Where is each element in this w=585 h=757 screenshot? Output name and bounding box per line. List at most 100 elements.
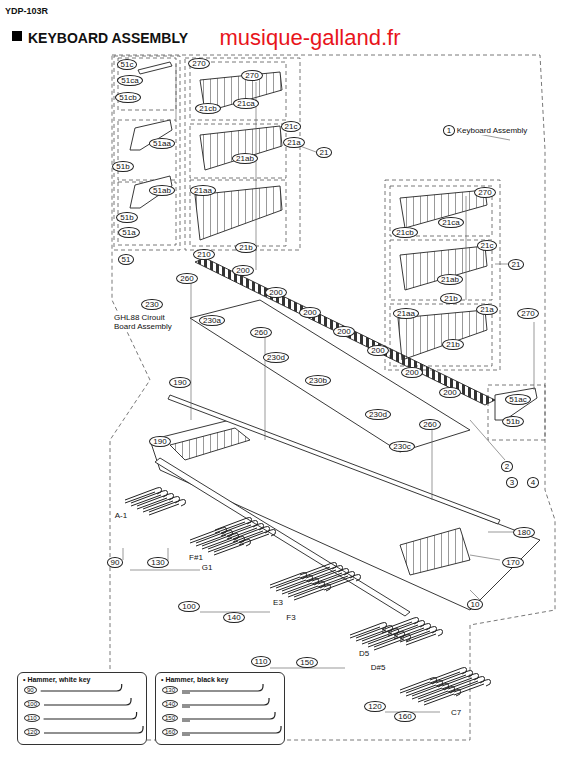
hammer-icon (44, 712, 137, 719)
callout-number: 21c (281, 121, 302, 132)
part-label: F#1 (188, 553, 204, 562)
callout-number: 21b (440, 293, 461, 304)
part-label: C7 (450, 708, 462, 717)
callout-number: 21c (477, 240, 498, 251)
part-label: G1 (201, 563, 214, 572)
part-label: D5 (358, 649, 370, 658)
callout-number: 51b (116, 212, 137, 223)
callout-number: 200 (299, 307, 320, 318)
diagram-title: KEYBOARD ASSEMBLY (28, 30, 188, 46)
callout-number: 120 (24, 728, 40, 736)
part-label: A-1 (114, 511, 128, 520)
callout-number: 51a (118, 227, 139, 238)
callout-number: 1 (443, 125, 455, 136)
hammer (454, 680, 491, 696)
hammer-icon (182, 698, 269, 707)
hammer-icon (182, 712, 275, 721)
hammer-icon (182, 726, 281, 735)
hammer (300, 563, 337, 579)
callout-number: 21 (316, 147, 333, 158)
callout-number: 51b (502, 416, 523, 427)
hammer-icon (41, 684, 122, 691)
callout-number: 140 (162, 700, 178, 708)
callout-number: 21cb (392, 227, 417, 238)
callout-number: 51c (117, 59, 138, 70)
hammer (394, 624, 431, 640)
hammer-icons (18, 673, 148, 746)
callout-number: 270 (241, 70, 262, 81)
hammer (306, 566, 343, 582)
callout-number: 260 (176, 273, 197, 284)
part-label: D#5 (370, 663, 387, 672)
hammer (215, 518, 252, 534)
callout-number: 51b (112, 161, 133, 172)
callout-number: 190 (169, 377, 190, 388)
callout-number: 110 (24, 714, 40, 722)
callout-number: 230d (365, 409, 391, 420)
callout-number: 51ab (149, 185, 175, 196)
callout-number: 100 (178, 601, 199, 612)
hammer (149, 500, 186, 516)
hammer (324, 575, 361, 591)
callout-number: 51ac (505, 394, 530, 405)
callout-number: 260 (419, 419, 440, 430)
callout-number: 100 (24, 700, 40, 708)
callout-number: 21aa (393, 308, 419, 319)
callout-number: 51cb (115, 92, 140, 103)
callout-number: 90 (107, 557, 124, 568)
callout-number: 90 (24, 686, 37, 694)
callout-number: 110 (251, 656, 272, 667)
callout-number: 130 (147, 557, 168, 568)
hammer (442, 674, 479, 690)
hammer (318, 572, 355, 588)
callout-number: 210 (193, 249, 214, 260)
callout-number: 21ab (437, 274, 463, 285)
hammer (214, 540, 251, 556)
hammer (125, 488, 162, 504)
hammer-icons (156, 673, 286, 746)
callout-number: 4 (527, 477, 539, 488)
hammer (196, 531, 233, 547)
hammer (382, 618, 419, 634)
part-label: Keyboard Assembly (456, 126, 529, 135)
callout-number: 130 (162, 686, 178, 694)
callout-number: 51 (118, 254, 135, 265)
callout-number: 180 (513, 527, 534, 538)
part-label: YDP-103R (4, 7, 49, 16)
callout-number: 150 (296, 657, 317, 668)
legend-box: • Hammer, white key 90 100 110 120 (17, 672, 147, 745)
callout-number: 270 (517, 308, 538, 319)
callout-number: 160 (162, 728, 178, 736)
callout-number: 21ca (438, 217, 463, 228)
hammer-icon (182, 684, 263, 693)
hammer (143, 497, 180, 513)
callout-number: 270 (474, 187, 495, 198)
part-label: F3 (285, 613, 296, 622)
callout-number: 21a (283, 137, 304, 148)
callout-number: 160 (394, 711, 415, 722)
callout-number: 200 (439, 387, 460, 398)
hammer (400, 627, 437, 643)
hammer (221, 521, 258, 537)
part-label: E3 (272, 598, 284, 607)
hammer-icon (44, 698, 131, 705)
callout-number: 21b (442, 339, 463, 350)
hammer (388, 621, 425, 637)
callout-number: 230b (305, 375, 331, 386)
callout-number: 10 (467, 599, 484, 610)
part-label: GHL88 Cirouit Board Assembly (113, 313, 177, 331)
callout-number: 21b (235, 242, 256, 253)
callout-number: 170 (502, 557, 523, 568)
hammer-icon (44, 726, 143, 733)
callout-number: 3 (506, 477, 518, 488)
callout-number: 230a (199, 315, 225, 326)
callout-number: 230d (263, 352, 289, 363)
callout-number: 21aa (190, 185, 216, 196)
hammer (448, 677, 485, 693)
callout-number: 200 (367, 345, 388, 356)
callout-number: 140 (223, 612, 244, 623)
hammer (137, 494, 174, 510)
legend-heading: • Hammer, white key (23, 676, 141, 683)
callout-number: 200 (333, 326, 354, 337)
